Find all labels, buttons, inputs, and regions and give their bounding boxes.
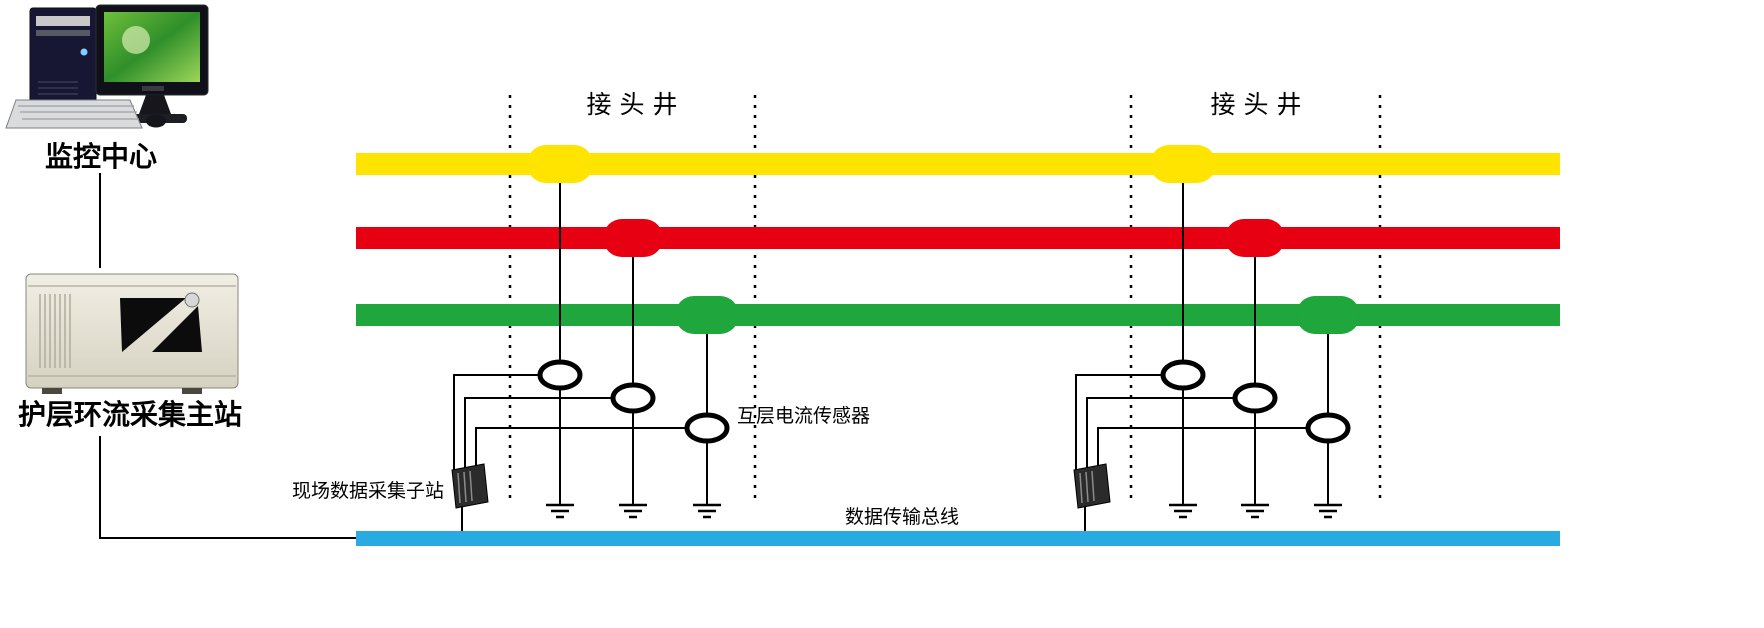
screen-highlight	[122, 26, 150, 54]
cable-joint-red-1	[603, 219, 663, 257]
chassis-foot-right	[182, 388, 202, 394]
cable-phase-red	[356, 227, 1560, 249]
chassis-vent-grille	[39, 294, 71, 368]
ground-symbol-1	[546, 503, 574, 519]
monitor-screen	[104, 12, 200, 82]
ground-symbol-6	[1314, 503, 1342, 519]
ground-symbol-5	[1241, 503, 1269, 519]
monitor-logo-strip	[142, 86, 164, 91]
link-master-to-bus	[99, 436, 356, 539]
master-station-label: 护层环流采集主站	[18, 398, 242, 431]
cable-phase-green	[356, 304, 1560, 326]
chassis-foot-left	[42, 388, 62, 394]
field-substation-device-2	[1073, 463, 1111, 509]
current-sensor-5	[1232, 382, 1278, 414]
current-sensor-4	[1160, 359, 1206, 391]
mouse-icon	[146, 114, 166, 128]
joint-well-1-label: 接头井	[586, 90, 685, 119]
data-bus-bar	[356, 531, 1560, 546]
joint-well-2-label: 接头井	[1210, 90, 1309, 119]
tower-power-button	[80, 48, 88, 56]
ground-symbol-3	[693, 503, 721, 519]
sensor-label: 互层电流传感器	[737, 405, 870, 427]
ground-symbol-2	[619, 503, 647, 519]
current-sensor-3	[684, 412, 730, 444]
chassis-lock-knob	[184, 292, 200, 308]
current-sensor-1	[537, 359, 583, 391]
keyboard-icon	[5, 99, 143, 129]
chassis-bezel-cutout-2	[152, 306, 202, 352]
cable-joint-green-1	[675, 296, 739, 334]
master-station-device	[25, 273, 239, 394]
ground-symbol-4	[1169, 503, 1197, 519]
monitor-stand	[139, 95, 171, 114]
keyboard-keys	[18, 105, 139, 120]
current-sensor-2	[610, 382, 656, 414]
current-sensor-6	[1305, 412, 1351, 444]
substation-2-sensor-wiring	[1075, 374, 1308, 531]
substation-1-sensor-wiring	[453, 374, 687, 531]
cable-joint-green-2	[1296, 296, 1360, 334]
cable-phase-yellow	[356, 153, 1560, 175]
monitoring-center-label: 监控中心	[45, 140, 157, 173]
tower-drive-bay2	[36, 30, 90, 36]
data-bus-label: 数据传输总线	[845, 506, 959, 528]
tower-drive-bay	[36, 16, 90, 26]
chassis-bezel-cutout-1	[120, 298, 186, 352]
field-substation-label: 现场数据采集子站	[292, 480, 444, 502]
cable-joint-red-2	[1225, 219, 1285, 257]
tower-vents	[38, 81, 78, 95]
field-substation-device-1	[451, 463, 489, 509]
cable-joint-yellow-2	[1150, 145, 1216, 183]
monitoring-center-computer	[5, 4, 209, 129]
cable-joint-yellow-1	[527, 145, 593, 183]
